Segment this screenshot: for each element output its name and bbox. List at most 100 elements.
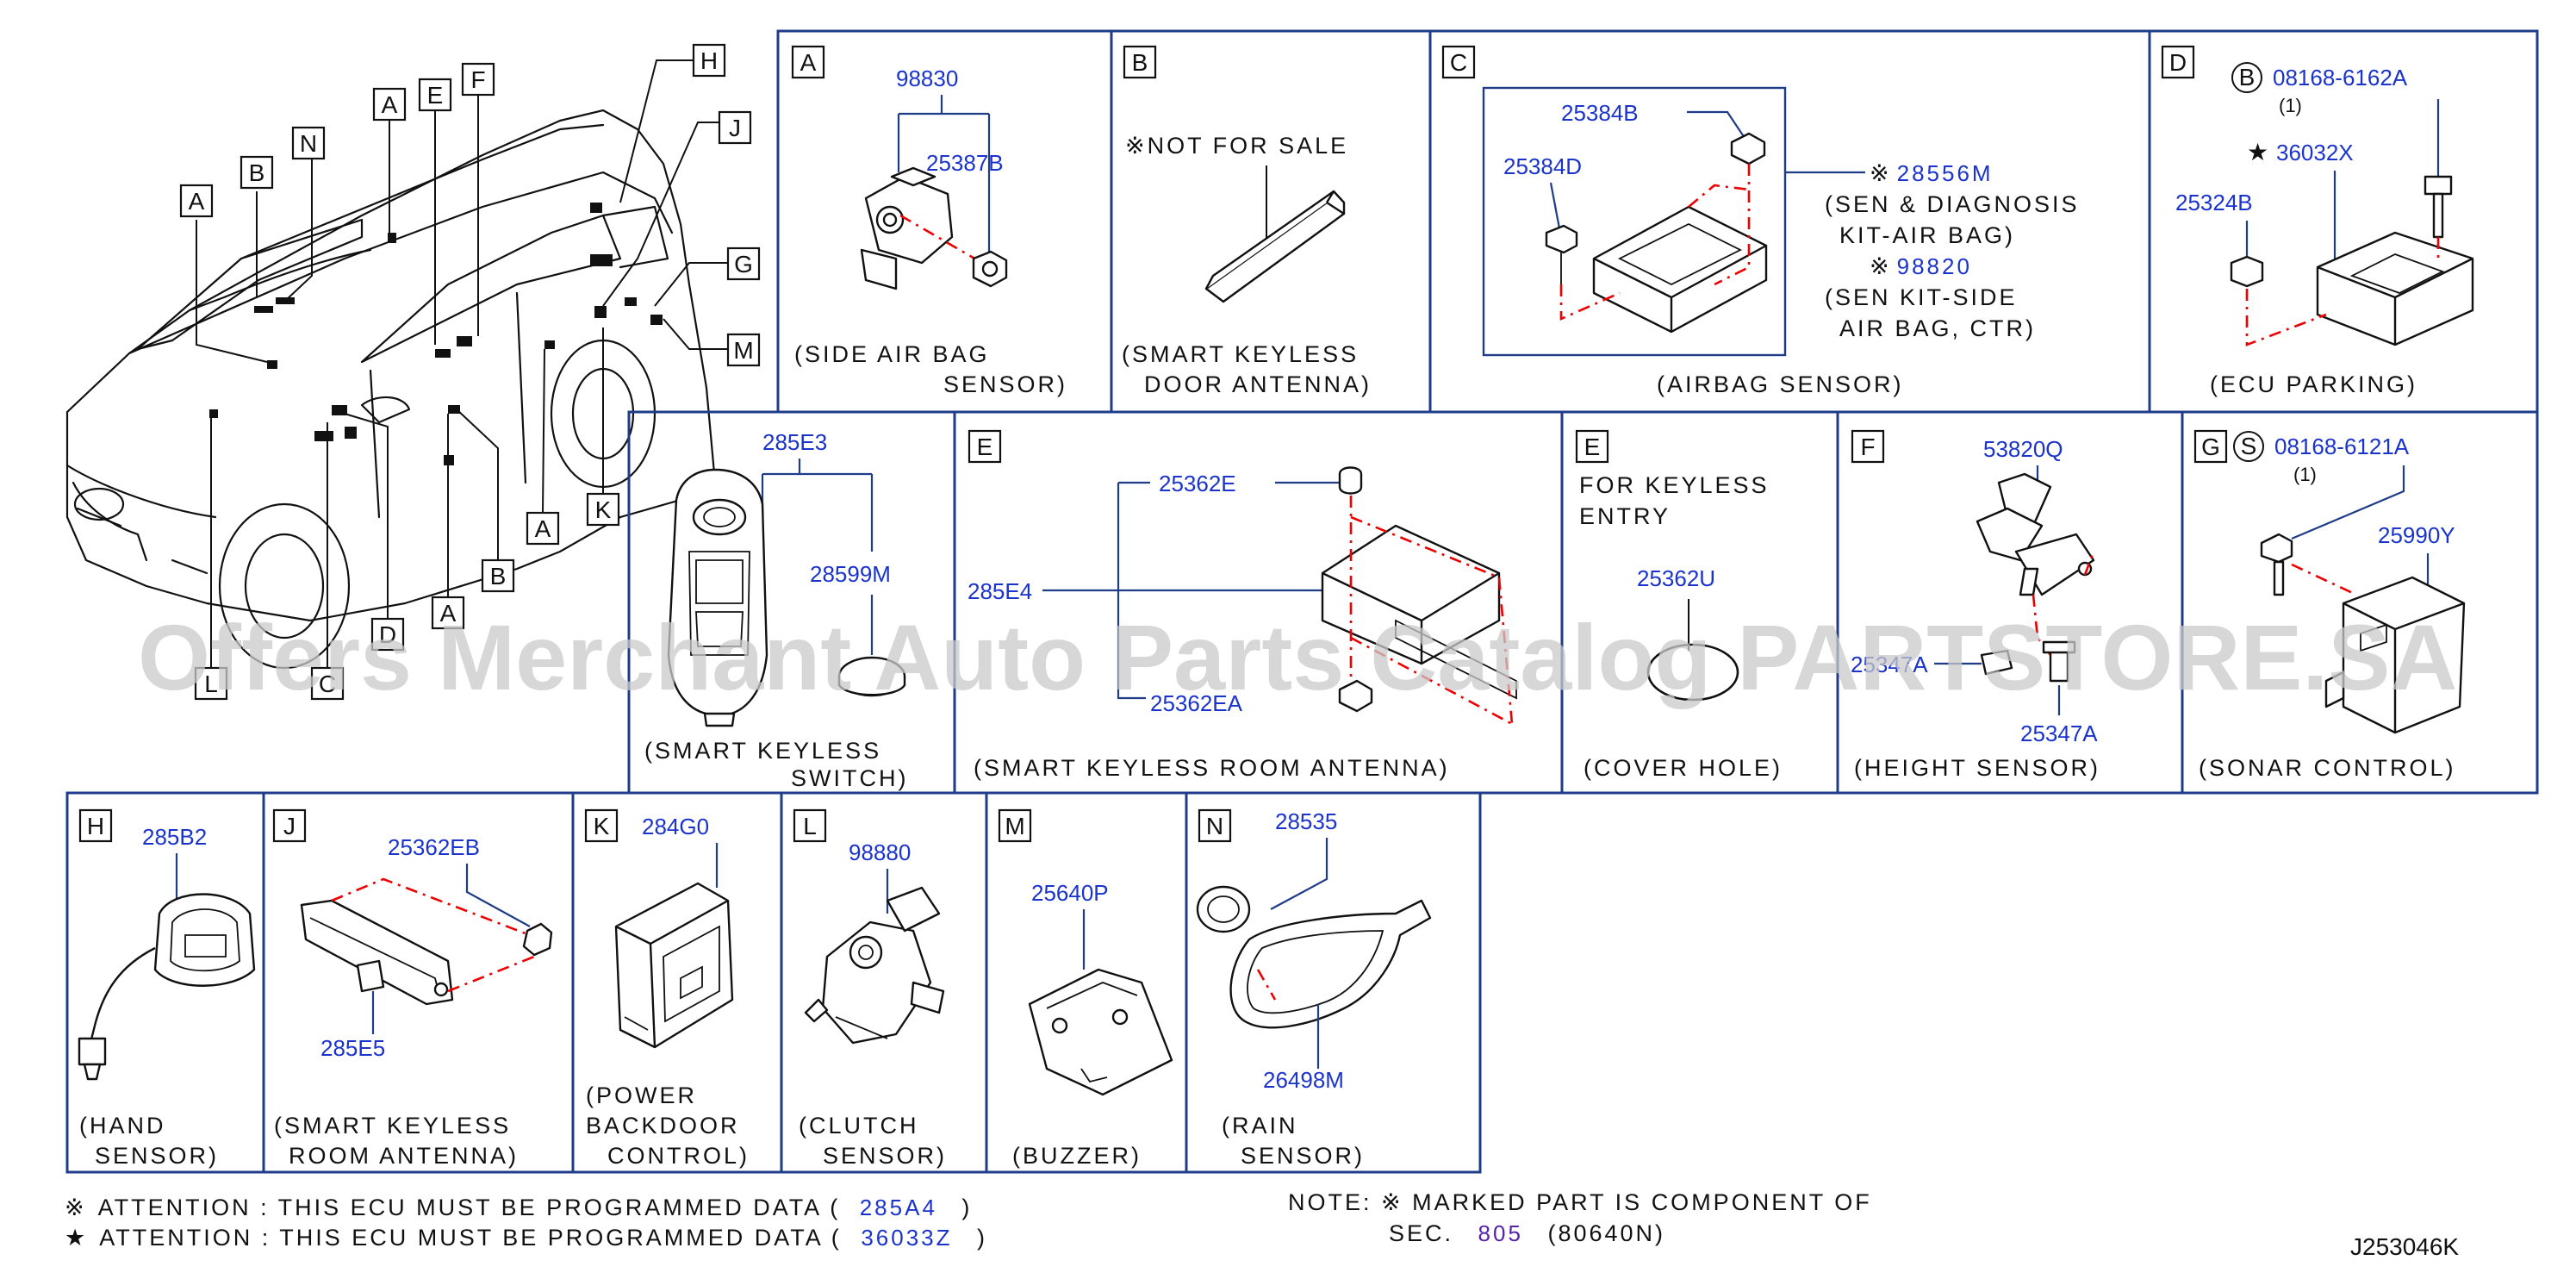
panel-b-letter: B [1132, 49, 1148, 76]
car-callout-h: H [700, 47, 718, 74]
panel-k: K 284G0 (POWER BACKDOOR CONTROL) [584, 808, 750, 1169]
panel-c-note-6: AIR BAG, CTR) [1839, 315, 2036, 341]
panel-frames [65, 29, 2539, 1174]
panel-e2-caption: (SMART KEYLESS ROOM ANTENNA) [974, 755, 1450, 781]
panel-n-caption-1: (RAIN [1222, 1113, 1298, 1139]
part-25990Y[interactable]: 25990Y [2378, 522, 2455, 548]
attention-mark-1: ※ [65, 1195, 87, 1220]
panel-g: G S 08168-6121A (1) 25990Y (SONAR CONTRO… [2193, 429, 2466, 781]
panel-c-caption: (AIRBAG SENSOR) [1657, 371, 1904, 397]
panel-b-caption-1: (SMART KEYLESS [1122, 341, 1359, 367]
car-callout-j: J [729, 115, 741, 141]
panel-m-caption: (BUZZER) [1012, 1143, 1142, 1169]
panel-c-mark-2: ※ [1870, 253, 1892, 279]
note-sec-link[interactable]: 805 [1478, 1220, 1523, 1246]
panel-e3-note-2: ENTRY [1579, 503, 1671, 529]
panel-b-caption-2: DOOR ANTENNA) [1144, 371, 1372, 397]
car-callout-b2: B [490, 563, 507, 590]
part-98830[interactable]: 98830 [896, 66, 958, 91]
part-25384B[interactable]: 25384B [1561, 100, 1639, 126]
panel-l-caption-2: SENSOR) [823, 1143, 947, 1169]
car-callout-l: L [204, 671, 218, 697]
panel-e2-letter: E [977, 434, 993, 460]
part-08168-6162A[interactable]: 08168-6162A [2273, 65, 2408, 90]
part-08168-6121A[interactable]: 08168-6121A [2274, 434, 2410, 459]
part-285E3[interactable]: 285E3 [762, 429, 827, 455]
panel-b: B ※NOT FOR SALE (SMART KEYLESS DOOR ANTE… [1122, 45, 1372, 397]
attention-mark-2: ★ [65, 1225, 88, 1251]
part-285E4[interactable]: 285E4 [968, 578, 1032, 604]
part-25384D[interactable]: 25384D [1503, 153, 1582, 179]
panel-d-qty: (1) [2279, 95, 2302, 116]
panel-e1-caption-2: SWITCH) [791, 765, 908, 791]
panel-h: H 285B2 (HAND SENSOR) [78, 808, 256, 1169]
car-callout-g: G [734, 251, 753, 278]
panel-k-caption-3: CONTROL) [607, 1143, 750, 1169]
panel-d-circle-mark: B [2239, 64, 2256, 90]
svg-text:※98820: ※98820 [1870, 253, 1972, 279]
part-285B2[interactable]: 285B2 [142, 824, 207, 850]
car-callout-c: C [319, 671, 336, 697]
part-28556M[interactable]: 28556M [1897, 160, 1994, 186]
panel-l-caption-1: (CLUTCH [799, 1113, 919, 1139]
panel-d-caption: (ECU PARKING) [2210, 371, 2417, 397]
part-36033Z[interactable]: 36033Z [861, 1225, 952, 1251]
attention-text-1: ATTENTION : THIS ECU MUST BE PROGRAMMED … [98, 1195, 841, 1220]
car-callout-d: D [379, 621, 396, 648]
part-28599M[interactable]: 28599M [810, 561, 891, 587]
car-callout-m: M [733, 337, 753, 364]
panel-d-letter: D [2169, 49, 2187, 76]
panel-j-letter: J [283, 813, 296, 839]
car-callout-k: K [595, 496, 612, 523]
panel-m: M 25640P (BUZZER) [998, 808, 1173, 1169]
part-36032X[interactable]: 36032X [2276, 140, 2354, 165]
part-25362EB[interactable]: 25362EB [388, 834, 480, 860]
panel-d-star: ★ [2247, 139, 2268, 165]
attention-notes: ※ ATTENTION : THIS ECU MUST BE PROGRAMME… [65, 1195, 987, 1251]
car-callout-a1: A [189, 188, 205, 215]
part-284G0[interactable]: 284G0 [642, 814, 709, 839]
part-28535[interactable]: 28535 [1275, 808, 1337, 834]
part-25347A-left[interactable]: 25347A [1851, 652, 1928, 677]
panel-h-caption-1: (HAND [79, 1113, 166, 1139]
panel-e1: 285E3 28599M (SMART KEYLESS SWITCH) [644, 429, 908, 791]
panel-c-notes: ※28556M (SEN & DIAGNOSIS KIT-AIR BAG) ※9… [1825, 160, 2080, 341]
panel-e3-note-1: FOR KEYLESS [1579, 472, 1770, 498]
part-25387B[interactable]: 25387B [926, 150, 1004, 176]
panel-j-caption-1: (SMART KEYLESS [274, 1113, 511, 1139]
panel-n-letter: N [1206, 813, 1223, 839]
panel-h-letter: H [87, 813, 104, 839]
part-25362E[interactable]: 25362E [1159, 471, 1236, 496]
part-98820[interactable]: 98820 [1897, 253, 1972, 279]
panel-l: L 98880 (CLUTCH SENSOR) [793, 808, 947, 1169]
part-285E5[interactable]: 285E5 [320, 1035, 385, 1061]
section-note: NOTE: ※ MARKED PART IS COMPONENT OF SEC.… [1288, 1189, 1870, 1246]
car-callout-b1: B [249, 159, 265, 186]
part-26498M[interactable]: 26498M [1263, 1067, 1344, 1093]
watermark-text: Offers Merchant Auto Parts Catalog PARTS… [138, 605, 2457, 709]
panel-c: C 25384B 25384D ※28556M (SEN & DIAGNOSIS… [1441, 45, 2080, 397]
panel-g-caption: (SONAR CONTROL) [2199, 755, 2456, 781]
part-25347A-right[interactable]: 25347A [2020, 721, 2098, 746]
part-25362EA[interactable]: 25362EA [1150, 690, 1243, 716]
part-25324B[interactable]: 25324B [2175, 190, 2253, 215]
panel-e3-letter: E [1584, 434, 1601, 460]
panel-k-caption-2: BACKDOOR [586, 1113, 740, 1139]
part-98880[interactable]: 98880 [849, 839, 911, 865]
panel-f: F 53820Q 25347A 25347A (HEIGHT SENSOR) [1851, 429, 2098, 781]
panel-e1-caption-1: (SMART KEYLESS [644, 738, 881, 764]
panel-c-note-2: (SEN & DIAGNOSIS [1825, 191, 2080, 217]
svg-text:★ ATTENTION : THIS EC: ★ ATTENTION : THIS ECU MUST BE PROGRAMME… [65, 1225, 987, 1251]
part-25362U[interactable]: 25362U [1637, 565, 1715, 591]
attention-close-2: ) [977, 1225, 987, 1251]
panel-k-letter: K [594, 813, 610, 839]
part-53820Q[interactable]: 53820Q [1983, 436, 2063, 462]
part-25640P[interactable]: 25640P [1031, 880, 1109, 906]
panel-g-letter: G [2201, 434, 2220, 460]
part-285A4[interactable]: 285A4 [860, 1195, 937, 1220]
panel-j: J 25362EB 285E5 (SMART KEYLESS ROOM ANTE… [272, 808, 553, 1169]
note-sec-prefix: SEC. [1389, 1220, 1453, 1246]
car-callout-a4: A [440, 600, 457, 627]
svg-text:SEC. 805 (80640N): SEC. 805 (80640N) [1389, 1220, 1665, 1246]
panel-b-note: ※NOT FOR SALE [1125, 133, 1348, 159]
